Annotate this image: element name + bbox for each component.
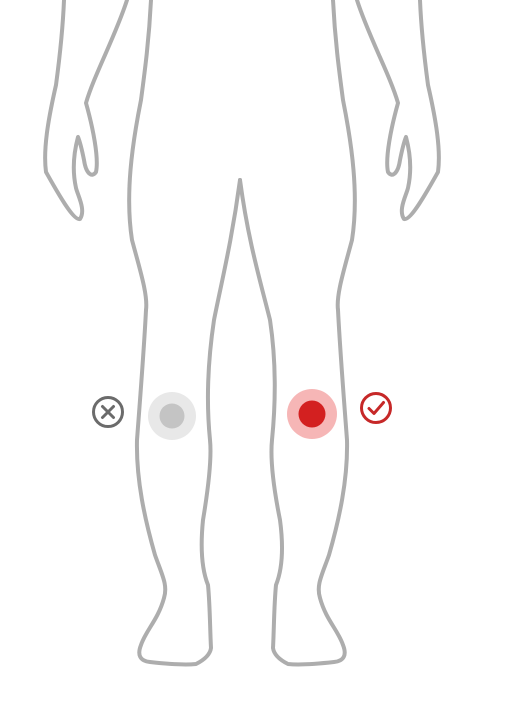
left-arm-outline bbox=[43, 0, 129, 221]
close-circle-icon[interactable] bbox=[91, 395, 125, 429]
right-arm-outline bbox=[355, 0, 441, 221]
right-leg-inner-outline bbox=[238, 178, 350, 667]
check-circle-icon[interactable] bbox=[359, 391, 393, 425]
left-knee-dot bbox=[159, 403, 185, 429]
left-torso-outline bbox=[127, 0, 153, 312]
right-torso-outline bbox=[331, 0, 357, 312]
left-leg-outer-outline bbox=[134, 178, 242, 667]
right-knee-dot bbox=[298, 400, 326, 428]
left-knee-marker[interactable] bbox=[148, 392, 196, 440]
right-knee-marker[interactable] bbox=[287, 389, 337, 439]
